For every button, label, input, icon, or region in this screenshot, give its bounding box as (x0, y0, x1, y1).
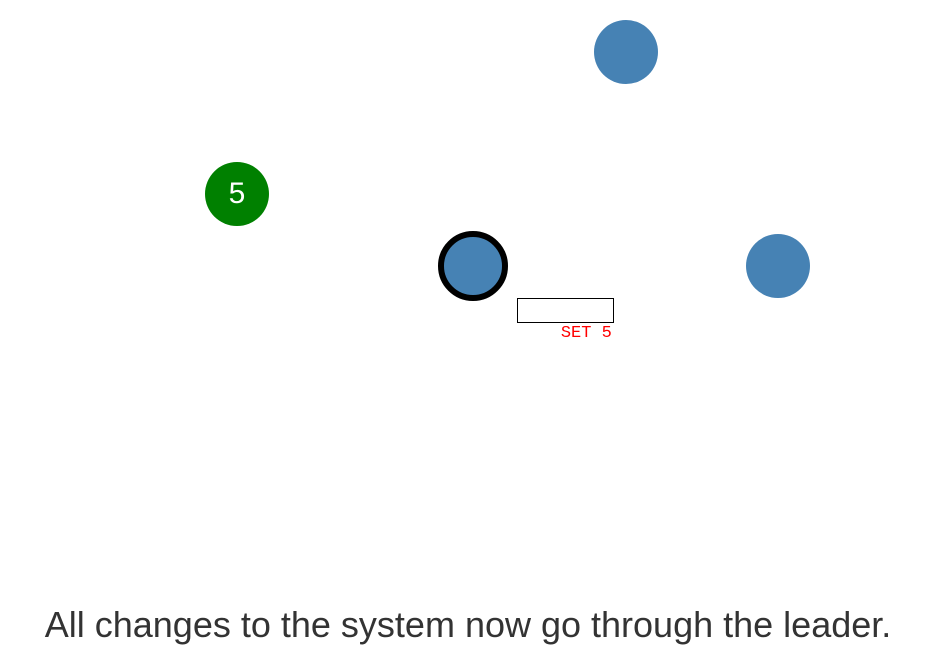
log-entry-text: SET 5 (560, 324, 612, 343)
server-node-top (594, 20, 658, 84)
client-value: 5 (228, 177, 246, 210)
client-node: 5 (205, 162, 269, 226)
leader-log-entry: SET 5 (517, 298, 614, 343)
server-node-right (746, 234, 810, 298)
leader-node (438, 231, 508, 301)
caption-text: All changes to the system now go through… (44, 604, 892, 645)
